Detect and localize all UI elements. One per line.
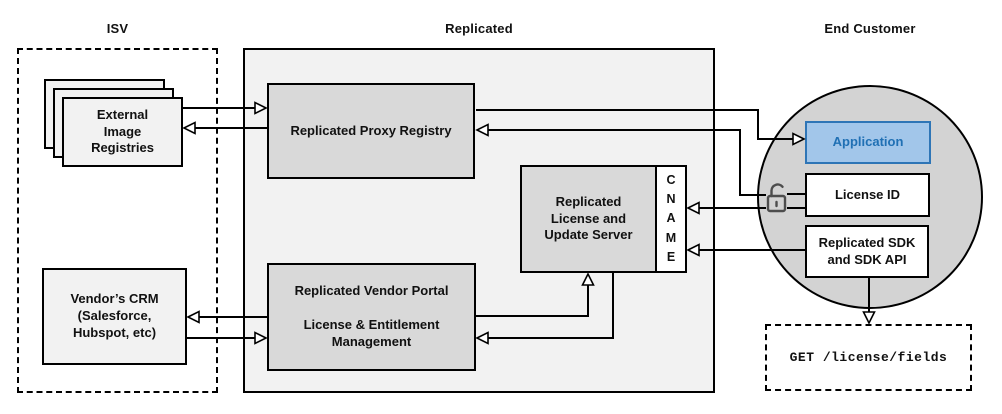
replicated-sdk-node: Replicated SDK and SDK API: [805, 225, 929, 278]
application-node: Application: [805, 121, 931, 164]
proxy-registry-node: Replicated Proxy Registry: [267, 83, 475, 179]
isv-title: ISV: [106, 21, 129, 36]
arrowhead-into-get: [862, 311, 876, 325]
unlocked-padlock-icon: [766, 183, 787, 213]
replicated-title: Replicated: [445, 21, 513, 36]
end-customer-title: End Customer: [824, 21, 916, 36]
license-id-node: License ID: [805, 173, 930, 217]
vendor-portal-node: Replicated Vendor Portal License & Entit…: [267, 263, 476, 371]
isv-container: [17, 48, 218, 393]
vendor-crm-node: Vendor’s CRM (Salesforce, Hubspot, etc): [42, 268, 187, 365]
license-update-server-node: Replicated License and Update Server: [520, 165, 657, 273]
external-registries-node: External Image Registries: [62, 97, 183, 167]
cname-node: C N A M E: [655, 165, 687, 273]
get-license-fields-node: GET /license/fields: [765, 324, 972, 391]
